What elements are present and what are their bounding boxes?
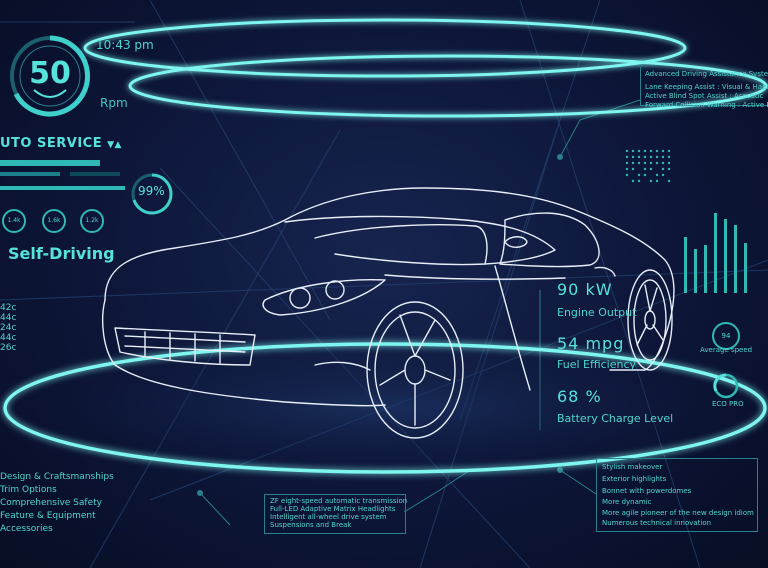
rpm-gauge: [10, 35, 90, 117]
adas-info-frame: [640, 67, 768, 106]
engine-output-value: 90 kW: [557, 280, 613, 299]
fuel-efficiency-value: 54 mpg: [557, 334, 625, 353]
menu-design[interactable]: Design & Craftsmanships: [0, 472, 114, 482]
time-label: 10:43 pm: [96, 38, 154, 52]
adas-line-3: Forward Collision Warning : Active Brake: [645, 101, 768, 109]
menu-features[interactable]: Feature & Equipment: [0, 511, 96, 521]
highlight-line-6: Numerous technical innovation: [602, 519, 712, 527]
highlights-frame: [596, 458, 758, 532]
menu-safety[interactable]: Comprehensive Safety: [0, 498, 102, 508]
highlight-line-1: Stylish makeover: [602, 463, 663, 471]
signal-bars: [684, 213, 747, 293]
average-speed-gauge: 94: [712, 322, 740, 350]
spec-line-4: Suspensions and Break: [270, 521, 352, 529]
rpm-unit-label: Rpm: [100, 96, 128, 110]
rpm-value: 50: [29, 56, 71, 91]
battery-charge-label: Battery Charge Level: [557, 412, 674, 425]
left-number-4: 44c: [0, 333, 17, 343]
eco-pro-label: ECO PRO: [712, 400, 744, 408]
battery-charge-value: 68 %: [557, 387, 602, 406]
left-number-3: 24c: [0, 323, 17, 333]
highlight-line-4: More dynamic: [602, 498, 652, 506]
adas-title: Advanced Driving Assistance System: [645, 70, 768, 78]
specs-frame: [264, 494, 406, 534]
progress-ring: [131, 173, 173, 215]
menu-accessories[interactable]: Accessories: [0, 524, 53, 534]
auto-service-label: UTO SERVICE: [0, 136, 103, 151]
fuel-efficiency-label: Fuel Efficiency: [557, 358, 637, 371]
adas-line-1: Lane Keeping Assist : Visual & Haptic: [645, 83, 768, 91]
highlight-line-3: Bonnet with powerdomes: [602, 487, 692, 495]
mini-gauge-2: 1.6k: [42, 209, 66, 233]
menu-trim-options[interactable]: Trim Options: [0, 485, 57, 495]
adas-line-2: Active Blind Spot Assist : Acoustic: [645, 92, 764, 100]
dot-matrix: [625, 149, 671, 183]
highlight-line-2: Exterior highlights: [602, 475, 667, 483]
engine-output-label: Engine Output: [557, 306, 637, 319]
chevron-down-icon: ▼▲: [107, 140, 122, 150]
top-hologram-rings: [83, 18, 768, 118]
self-driving-title: Self-Driving: [8, 244, 115, 263]
progress-percent: 99%: [138, 184, 165, 198]
spec-line-3: Intelligent all-wheel drive system: [270, 513, 387, 521]
left-number-1: 42c: [0, 303, 17, 313]
mini-gauge-3: 1.2k: [80, 209, 104, 233]
left-number-2: 44c: [0, 313, 17, 323]
highlight-line-5: More agile pioneer of the new design idi…: [602, 509, 754, 517]
eco-pro-gauge: [713, 373, 739, 399]
average-speed-label: Average speed: [700, 346, 753, 354]
auto-service-title: UTO SERVICE ▼▲: [0, 136, 122, 151]
spec-line-1: ZF eight-speed automatic transmission: [270, 497, 408, 505]
left-number-5: 26c: [0, 343, 17, 353]
spec-line-2: Full-LED Adaptive Matrix Headlights: [270, 505, 396, 513]
car-outline-illustration: [102, 187, 675, 439]
mini-gauge-1: 1.4k: [2, 209, 26, 233]
service-progress-bars: [0, 160, 125, 190]
